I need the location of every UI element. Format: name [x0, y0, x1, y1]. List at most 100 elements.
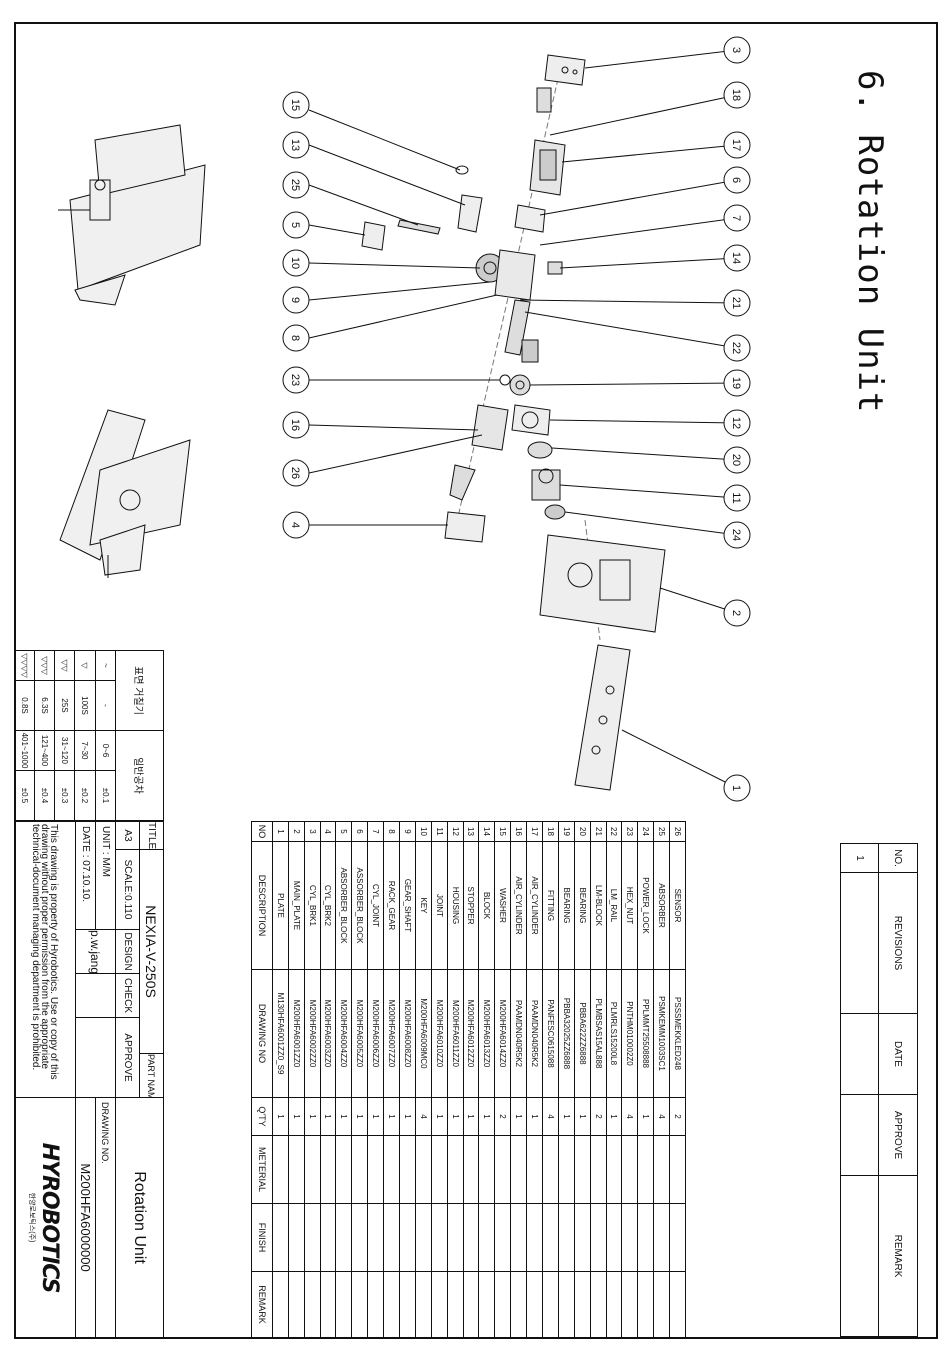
parts-cell-no: 7	[367, 821, 384, 842]
parts-cell-finish	[478, 1203, 495, 1272]
parts-cell-material	[367, 1135, 384, 1204]
part-absorber-block-6	[514, 204, 546, 233]
parts-cell-remark	[447, 1271, 464, 1338]
parts-cell-no: 9	[399, 821, 416, 842]
parts-cell-no: 4	[320, 821, 336, 842]
parts-cell-finish	[272, 1203, 289, 1272]
parts-cell-qty: 1	[431, 1097, 448, 1136]
parts-cell-remark	[590, 1271, 607, 1338]
surface-cell: ±0.4	[34, 770, 55, 821]
parts-cell-finish	[320, 1203, 336, 1272]
parts-cell-qty: 1	[606, 1097, 622, 1136]
svg-text:10: 10	[289, 257, 301, 269]
balloons-right: 3 18 17 6 7 14 21 22 19 12 20 11 24 2 1	[723, 36, 751, 802]
parts-cell-finish	[304, 1203, 321, 1272]
balloon-16: 16	[282, 411, 310, 439]
parts-cell-material	[510, 1135, 527, 1204]
parts-cell-no: 21	[590, 821, 607, 842]
general-tolerance-header: 일반공차	[115, 730, 164, 821]
drawing-no-label: DRAWING NO.	[95, 1097, 116, 1338]
approve-label: APPROVE	[115, 1017, 140, 1098]
svg-text:23: 23	[289, 374, 301, 386]
parts-cell-description: LM_RAIL	[606, 841, 622, 970]
logo-subtext: 한양로보틱스(주)	[28, 1192, 36, 1243]
parts-cell-finish	[574, 1203, 591, 1272]
parts-cell-material	[621, 1135, 638, 1204]
parts-cell-qty: 1	[399, 1097, 416, 1136]
title-block: TITLE NEXIA-V-250S PART NAME Rotation Un…	[14, 821, 164, 1338]
balloon-12: 12	[723, 409, 751, 437]
balloon-1: 1	[723, 774, 751, 802]
svg-text:12: 12	[730, 417, 742, 429]
parts-cell-material	[351, 1135, 368, 1204]
surface-roughness-header: 표면 거칠기	[115, 650, 164, 731]
date: DATE : 07.10.10.	[75, 821, 96, 930]
drawing-frame	[14, 22, 938, 1339]
svg-text:7: 7	[730, 215, 742, 221]
part-cyl-brk1	[544, 54, 586, 86]
surface-cell: ±0.5	[14, 770, 35, 821]
balloon-4: 4	[282, 511, 310, 539]
surface-cell: 100S	[74, 680, 96, 731]
parts-cell-remark	[383, 1271, 400, 1338]
parts-cell-qty: 2	[590, 1097, 607, 1136]
balloon-25: 25	[282, 171, 310, 199]
check-label: CHECK	[115, 973, 140, 1018]
parts-cell-drawing-no: PANFESC0615088	[542, 969, 559, 1098]
parts-cell-remark	[431, 1271, 448, 1338]
parts-cell-description: CYL_BRK2	[320, 841, 336, 970]
svg-text:19: 19	[730, 377, 742, 389]
parts-cell-remark	[510, 1271, 527, 1338]
parts-cell-material	[272, 1135, 289, 1204]
balloons-left: 15 13 25 5 10 9 8 23 16 26 4	[282, 91, 310, 539]
balloon-26: 26	[282, 459, 310, 487]
part-plate-1	[574, 644, 631, 791]
design-label: DESIGN	[115, 929, 140, 974]
parts-cell-remark	[304, 1271, 321, 1338]
surface-cell: ±0.3	[54, 770, 75, 821]
parts-cell-remark	[494, 1271, 511, 1338]
parts-cell-finish	[590, 1203, 607, 1272]
part-fitting	[536, 87, 552, 113]
svg-text:21: 21	[730, 297, 742, 309]
parts-header-drawing-no: DRAWING NO	[251, 969, 273, 1098]
parts-cell-remark	[637, 1271, 654, 1338]
parts-cell-finish	[351, 1203, 368, 1272]
part-air-cylinder-17	[529, 139, 566, 196]
parts-cell-material	[335, 1135, 352, 1204]
svg-text:24: 24	[730, 529, 742, 541]
parts-cell-finish	[399, 1203, 416, 1272]
part-absorber-block-5	[361, 221, 386, 251]
svg-text:16: 16	[289, 419, 301, 431]
parts-cell-finish	[431, 1203, 448, 1272]
svg-text:17: 17	[730, 139, 742, 151]
part-washer-15	[455, 165, 469, 175]
surface-cell: ~	[95, 650, 116, 681]
svg-text:5: 5	[289, 222, 301, 228]
parts-cell-qty: 1	[463, 1097, 479, 1136]
rev-row-remark	[840, 1175, 879, 1337]
rev-header-approve: APPROVE	[878, 1094, 918, 1176]
parts-cell-no: 20	[574, 821, 591, 842]
parts-cell-material	[463, 1135, 479, 1204]
parts-cell-material	[399, 1135, 416, 1204]
parts-cell-no: 12	[447, 821, 464, 842]
parts-cell-material	[383, 1135, 400, 1204]
parts-cell-qty: 1	[367, 1097, 384, 1136]
parts-cell-no: 8	[383, 821, 400, 842]
rev-row-approve	[840, 1094, 879, 1176]
